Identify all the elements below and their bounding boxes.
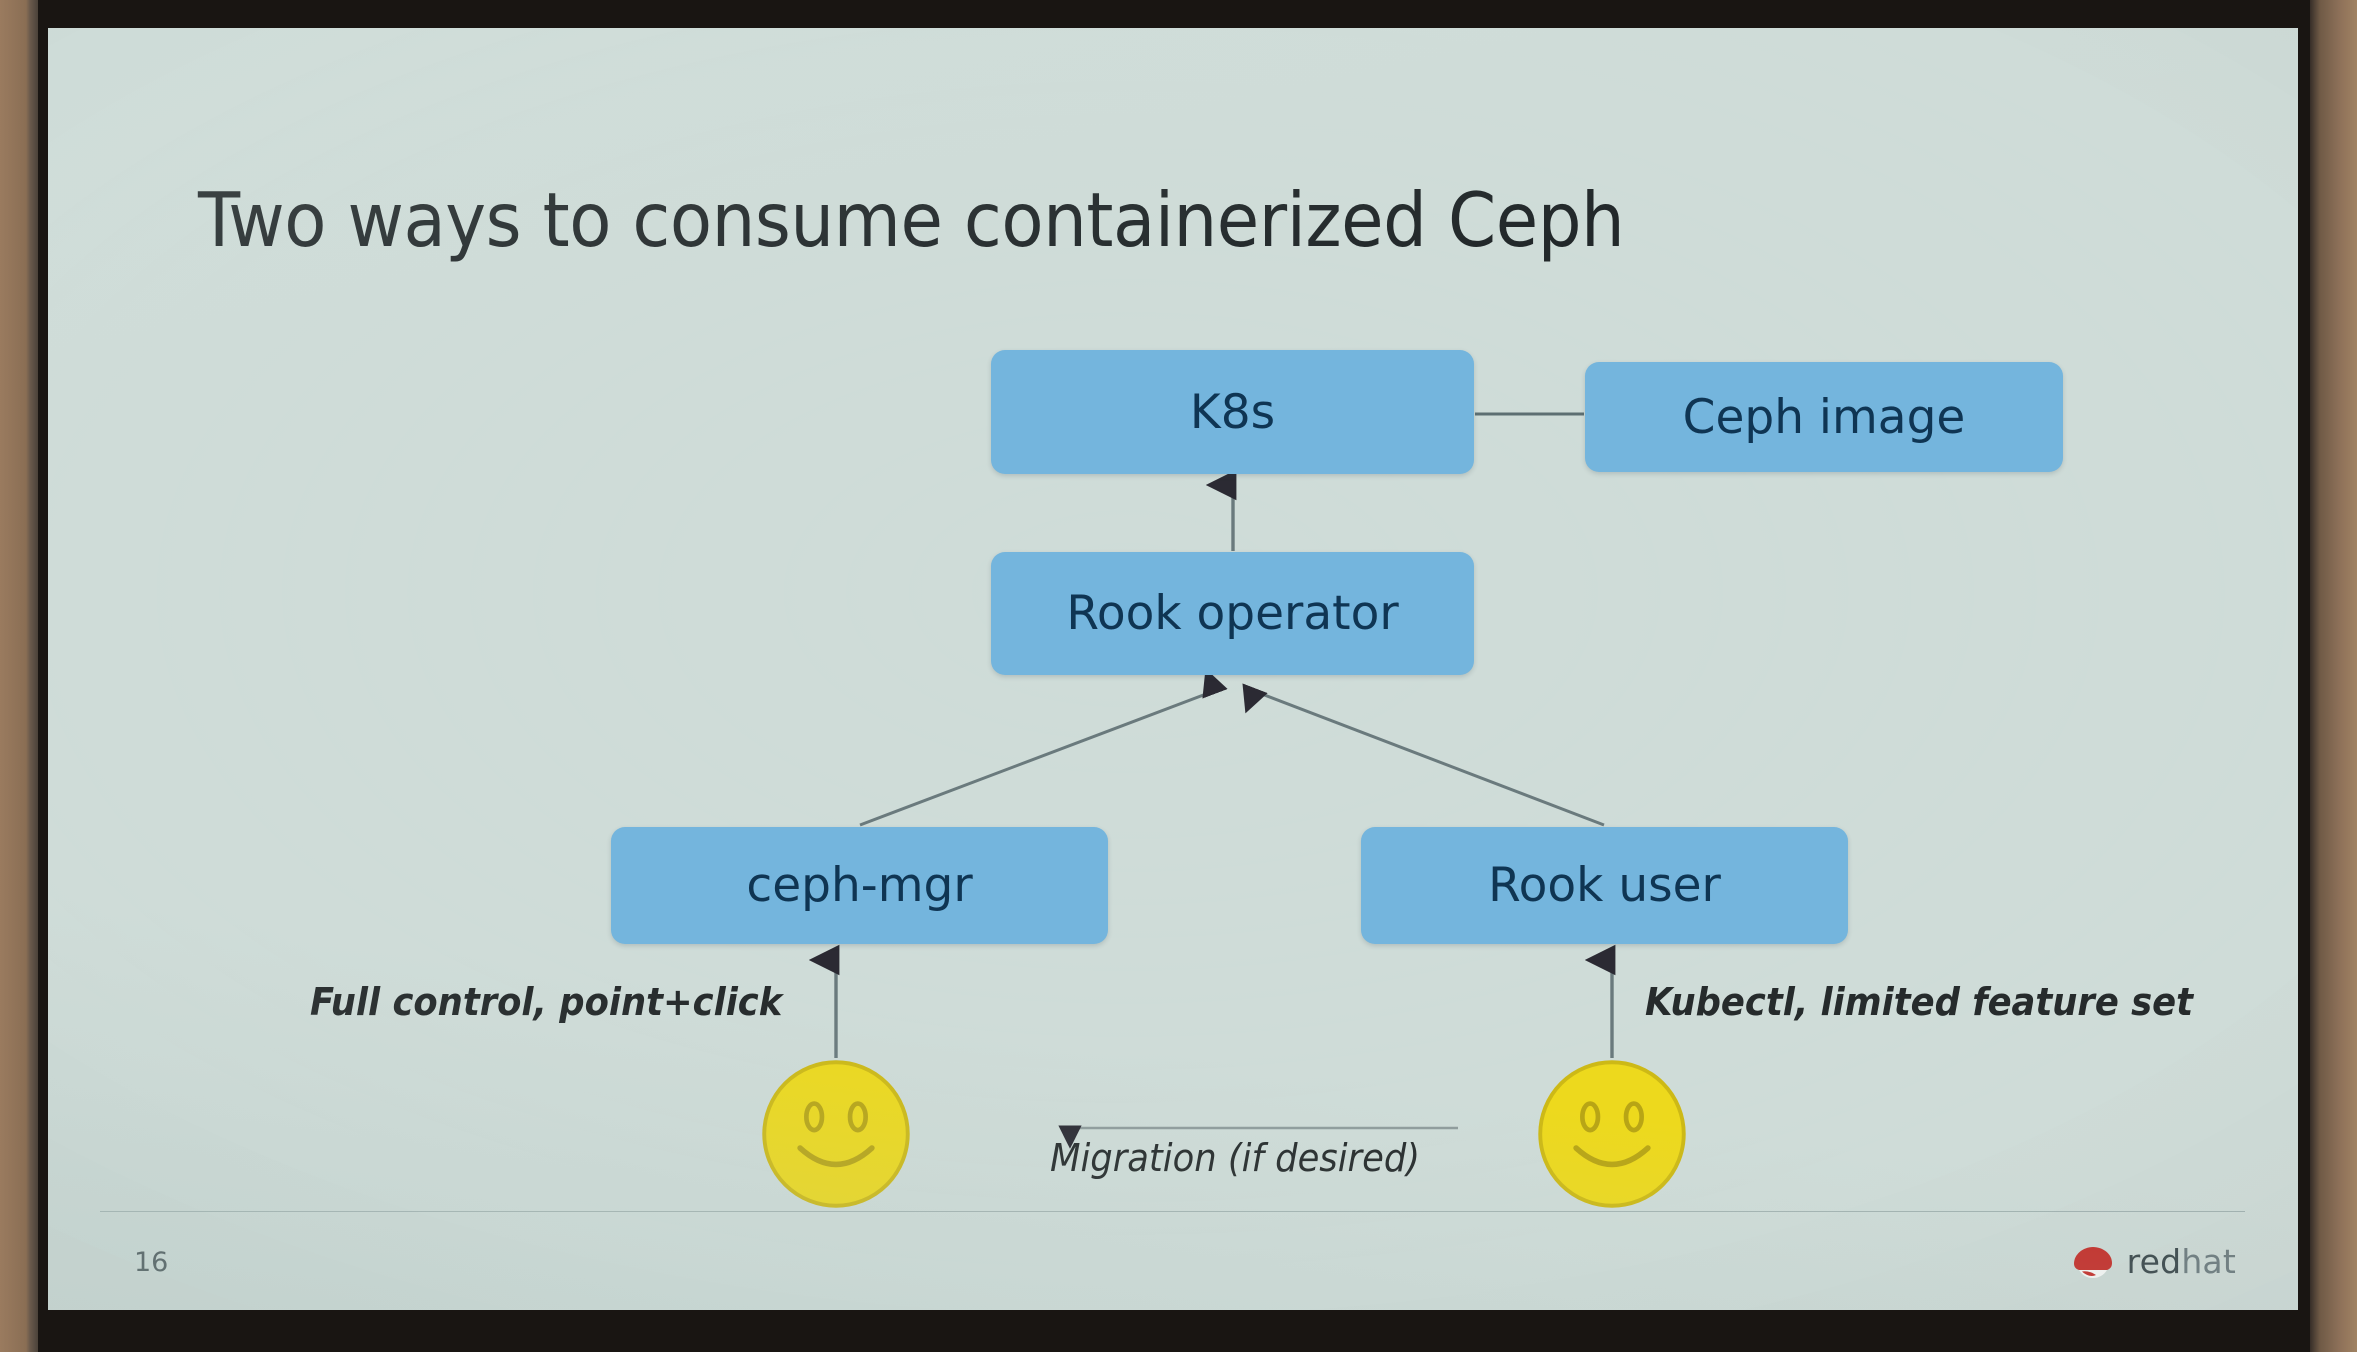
node-ceph-image[interactable]: Ceph image <box>1585 362 2063 472</box>
caption-full-control: Full control, point+click <box>310 980 783 1024</box>
page-number: 16 <box>134 1247 169 1278</box>
slide-title: Two ways to consume containerized Ceph <box>198 176 1625 264</box>
node-rook-operator[interactable]: Rook operator <box>991 552 1474 675</box>
node-ceph-image-label: Ceph image <box>1682 389 1966 445</box>
node-k8s[interactable]: K8s <box>991 350 1474 474</box>
node-ceph-mgr-label: ceph-mgr <box>746 858 973 913</box>
footer-divider <box>100 1211 2245 1212</box>
edge-rookuser-rookop <box>1242 683 1605 827</box>
caption-kubectl: Kubectl, limited feature set <box>1645 980 2194 1024</box>
edge-cephmgr-rookop <box>859 668 1228 827</box>
caption-migration: Migration (if desired) <box>1050 1136 1421 1180</box>
node-k8s-label: K8s <box>1189 384 1276 440</box>
redhat-wordmark-red: red <box>2126 1242 2182 1281</box>
presentation-slide: Two ways to consume containerized Ceph <box>48 28 2298 1310</box>
smiley-face-icon-right <box>1538 1060 1686 1208</box>
redhat-wordmark: redhat <box>2127 1242 2236 1281</box>
redhat-branding: redhat <box>2070 1242 2236 1281</box>
node-rook-operator-label: Rook operator <box>1066 586 1399 641</box>
node-ceph-mgr[interactable]: ceph-mgr <box>611 827 1108 944</box>
node-rook-user-label: Rook user <box>1488 858 1721 913</box>
redhat-shadowman-icon <box>2073 1246 2112 1278</box>
smiley-face-icon-left <box>762 1060 910 1208</box>
redhat-wordmark-hat: hat <box>2181 1242 2236 1281</box>
node-rook-user[interactable]: Rook user <box>1361 827 1848 944</box>
